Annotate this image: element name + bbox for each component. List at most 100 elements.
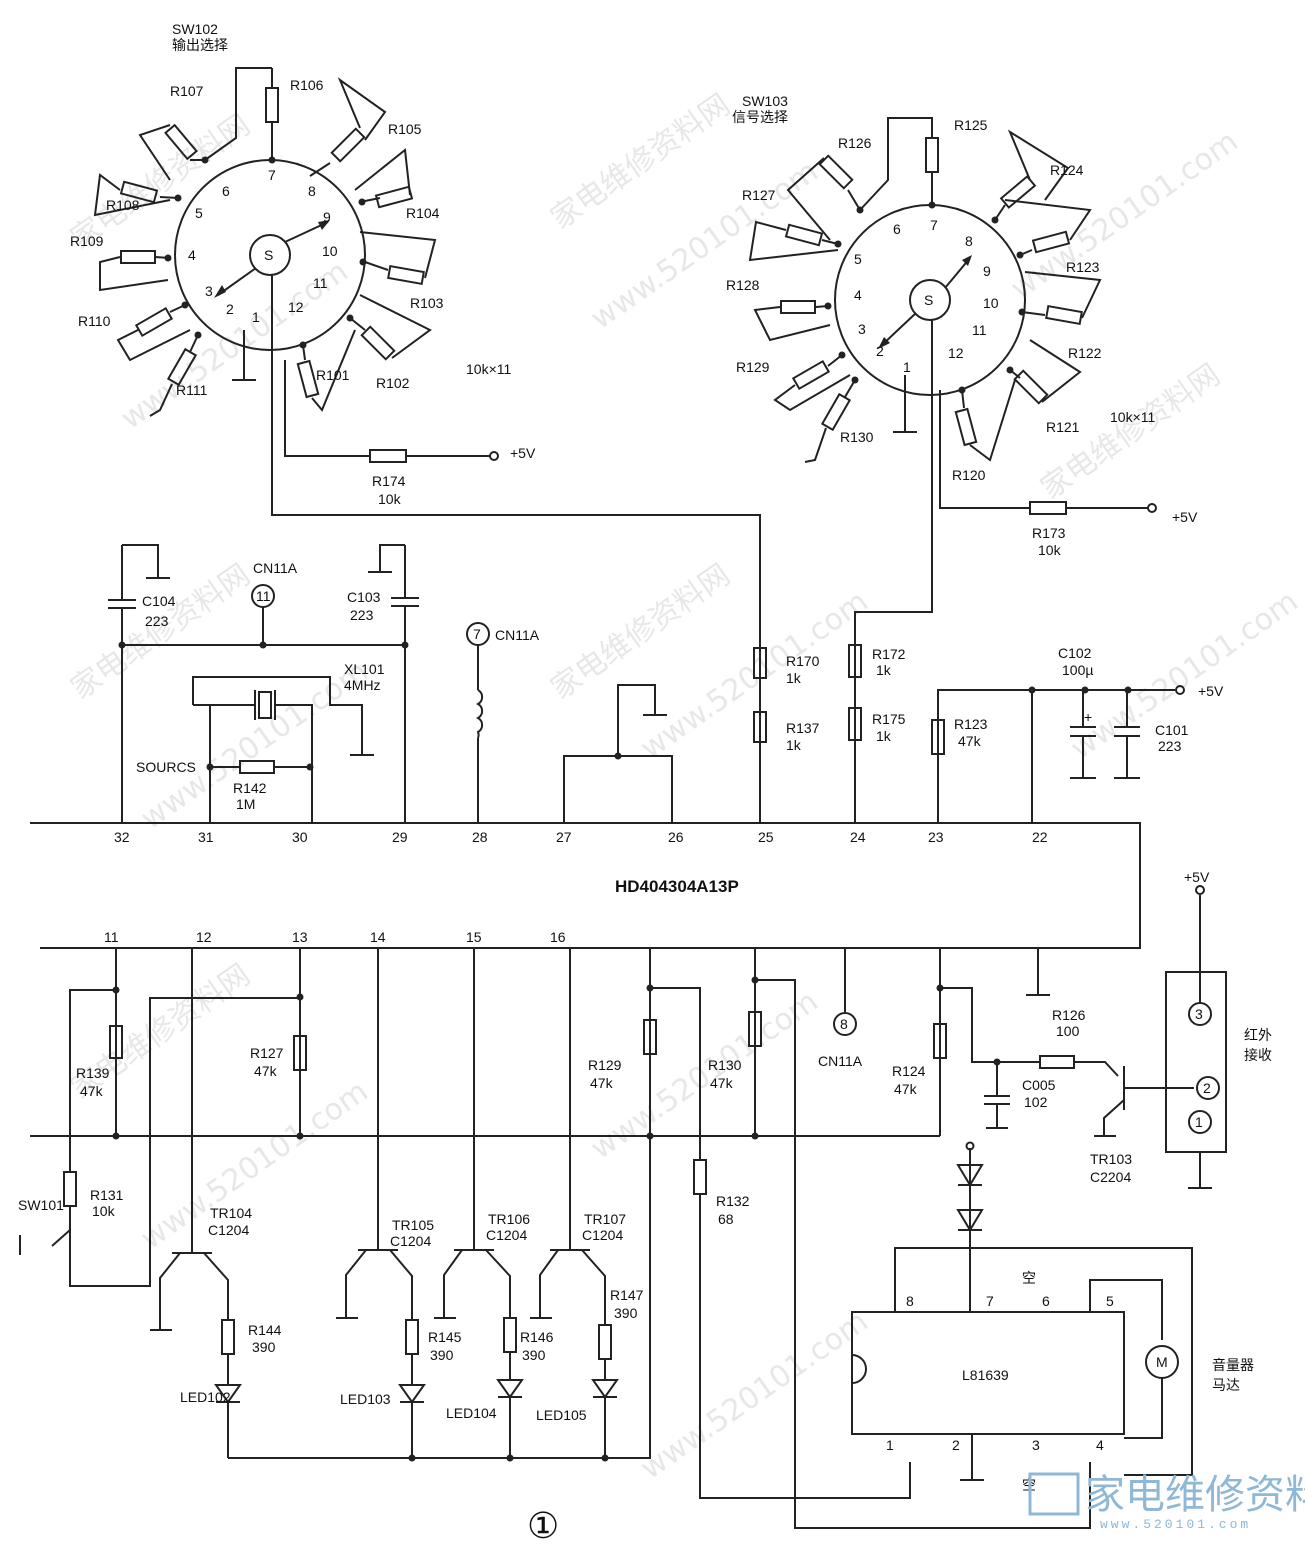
svg-text:8: 8: [308, 183, 316, 199]
svg-text:1k: 1k: [786, 670, 802, 686]
svg-text:68: 68: [718, 1211, 734, 1227]
svg-text:R108: R108: [106, 197, 140, 213]
svg-text:1k: 1k: [786, 737, 802, 753]
svg-text:L81639: L81639: [962, 1367, 1009, 1383]
svg-text:1k: 1k: [876, 662, 892, 678]
svg-text:R107: R107: [170, 83, 204, 99]
svg-text:2: 2: [226, 301, 234, 317]
r174: +5V R174 10k: [284, 360, 536, 507]
svg-text:5: 5: [854, 251, 862, 267]
sw103-name: SW103: [742, 93, 788, 109]
svg-text:R125: R125: [954, 117, 988, 133]
brand-name: 家电维修资料网: [1085, 1472, 1305, 1518]
ic-name: HD404304A13P: [615, 877, 739, 896]
svg-text:6: 6: [1042, 1293, 1050, 1309]
sw102-name: SW102: [172, 21, 218, 37]
coil-cn11a-7: 7 CN11A: [466, 622, 540, 823]
svg-text:26: 26: [668, 829, 684, 845]
main-ic: HD404304A13P 32 31 30 29 28 27 26 25 24 …: [30, 822, 1141, 949]
sw102-wiper-hub: [249, 234, 291, 276]
svg-text:4: 4: [854, 287, 862, 303]
svg-text:6: 6: [222, 183, 230, 199]
svg-text:32: 32: [114, 829, 130, 845]
svg-text:R101: R101: [316, 367, 350, 383]
svg-text:R124: R124: [892, 1063, 926, 1079]
svg-text:+5V: +5V: [1198, 683, 1224, 699]
svg-text:5: 5: [1106, 1293, 1114, 1309]
svg-text:TR106: TR106: [488, 1211, 530, 1227]
svg-text:R124: R124: [1050, 162, 1084, 178]
svg-text:390: 390: [522, 1347, 546, 1363]
svg-text:R172: R172: [872, 646, 906, 662]
svg-text:R130: R130: [840, 429, 874, 445]
svg-text:10k: 10k: [378, 491, 402, 507]
svg-text:R121: R121: [1046, 419, 1080, 435]
svg-text:27: 27: [556, 829, 572, 845]
motor-driver: L81639 8 7 6 5 1 2 3 4 空 空 M 音量器 马达: [851, 1141, 1254, 1493]
sw103-wiper-line: [854, 320, 933, 645]
brand-url: www.520101.com: [1100, 1517, 1251, 1532]
figure-number: ①: [527, 1506, 559, 1546]
svg-text:4: 4: [1096, 1437, 1104, 1453]
svg-text:R123: R123: [1066, 259, 1100, 275]
svg-text:9: 9: [983, 263, 991, 279]
sw102-note: 10k×11: [466, 361, 511, 377]
svg-text:LED105: LED105: [536, 1407, 587, 1423]
svg-text:R142: R142: [233, 780, 267, 796]
svg-text:223: 223: [145, 613, 169, 629]
svg-text:+5V: +5V: [1184, 869, 1210, 885]
svg-text:31: 31: [198, 829, 214, 845]
sw102-center-label: S: [264, 247, 273, 263]
svg-text:7: 7: [986, 1293, 994, 1309]
svg-text:C101: C101: [1155, 722, 1189, 738]
svg-text:24: 24: [850, 829, 866, 845]
svg-text:R144: R144: [248, 1322, 282, 1338]
svg-text:47k: 47k: [958, 733, 982, 749]
sw102-wiper-line: [271, 275, 761, 645]
svg-text:R130: R130: [708, 1057, 742, 1073]
svg-text:R170: R170: [786, 653, 820, 669]
svg-text:12: 12: [196, 929, 212, 945]
svg-text:R120: R120: [952, 467, 986, 483]
svg-text:R145: R145: [428, 1329, 462, 1345]
svg-text:3: 3: [1032, 1437, 1040, 1453]
sw103-center-label: S: [924, 292, 933, 308]
svg-text:R173: R173: [1032, 525, 1066, 541]
svg-text:R122: R122: [1068, 345, 1102, 361]
svg-text:R131: R131: [90, 1187, 124, 1203]
r173: +5V R173 10k: [939, 390, 1198, 558]
sw103-note: 10k×11: [1110, 409, 1155, 425]
svg-text:6: 6: [893, 221, 901, 237]
svg-text:TR104: TR104: [210, 1205, 252, 1221]
svg-text:CN11A: CN11A: [253, 560, 298, 576]
watermark: www.520101.com: [585, 984, 825, 1167]
svg-text:C1204: C1204: [390, 1233, 431, 1249]
svg-text:TR107: TR107: [584, 1211, 626, 1227]
svg-text:5: 5: [195, 205, 203, 221]
svg-text:C1204: C1204: [208, 1222, 249, 1238]
watermark: www.520101.com: [635, 1304, 875, 1487]
svg-text:R126: R126: [838, 135, 872, 151]
svg-text:1: 1: [886, 1437, 894, 1453]
svg-text:CN11A: CN11A: [818, 1053, 863, 1069]
svg-text:4: 4: [188, 247, 196, 263]
brand-logo: 家电维修资料网 www.520101.com: [1028, 1472, 1305, 1532]
svg-text:10: 10: [322, 243, 338, 259]
svg-text:47k: 47k: [254, 1063, 278, 1079]
svg-text:7: 7: [930, 217, 938, 233]
svg-text:47k: 47k: [894, 1081, 918, 1097]
svg-text:11: 11: [313, 275, 328, 291]
svg-text:空: 空: [1022, 1270, 1036, 1286]
svg-text:R110: R110: [78, 313, 111, 329]
svg-text:223: 223: [350, 607, 374, 623]
svg-text:SOURCS: SOURCS: [136, 759, 196, 775]
svg-text:1k: 1k: [876, 728, 892, 744]
svg-text:100: 100: [1056, 1023, 1080, 1039]
svg-text:12: 12: [288, 299, 304, 315]
svg-text:R102: R102: [376, 375, 410, 391]
svg-text:47k: 47k: [590, 1075, 614, 1091]
watermark: 家电维修资料网: [545, 87, 737, 236]
